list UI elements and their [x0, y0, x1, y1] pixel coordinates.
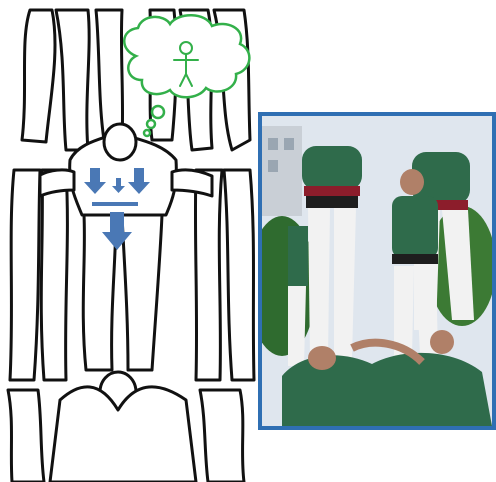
leg-middle-right [122, 215, 162, 370]
leg-left-outer-2 [41, 170, 67, 380]
leg-bottom-left [8, 390, 44, 482]
thought-bubble-dot [152, 106, 164, 118]
leg-right-outer [195, 170, 222, 380]
thought-bubble-dot [147, 120, 155, 128]
head-middle [104, 124, 136, 160]
photo-panel [258, 112, 496, 430]
shoulders-bottom [50, 387, 196, 482]
leg-bottom-right [200, 390, 244, 482]
human-tower-photo [262, 116, 492, 426]
leg-top-2 [56, 10, 89, 150]
leg-right-outer-2 [224, 170, 254, 380]
leg-top-3 [96, 10, 123, 140]
arm-left [40, 170, 74, 196]
leg-left-outer [10, 170, 40, 380]
thought-bubble-dot [144, 130, 150, 136]
arm-right [172, 170, 212, 196]
leg-top-1 [22, 10, 55, 142]
sketch-panel [0, 0, 258, 482]
load-bar [92, 202, 138, 206]
